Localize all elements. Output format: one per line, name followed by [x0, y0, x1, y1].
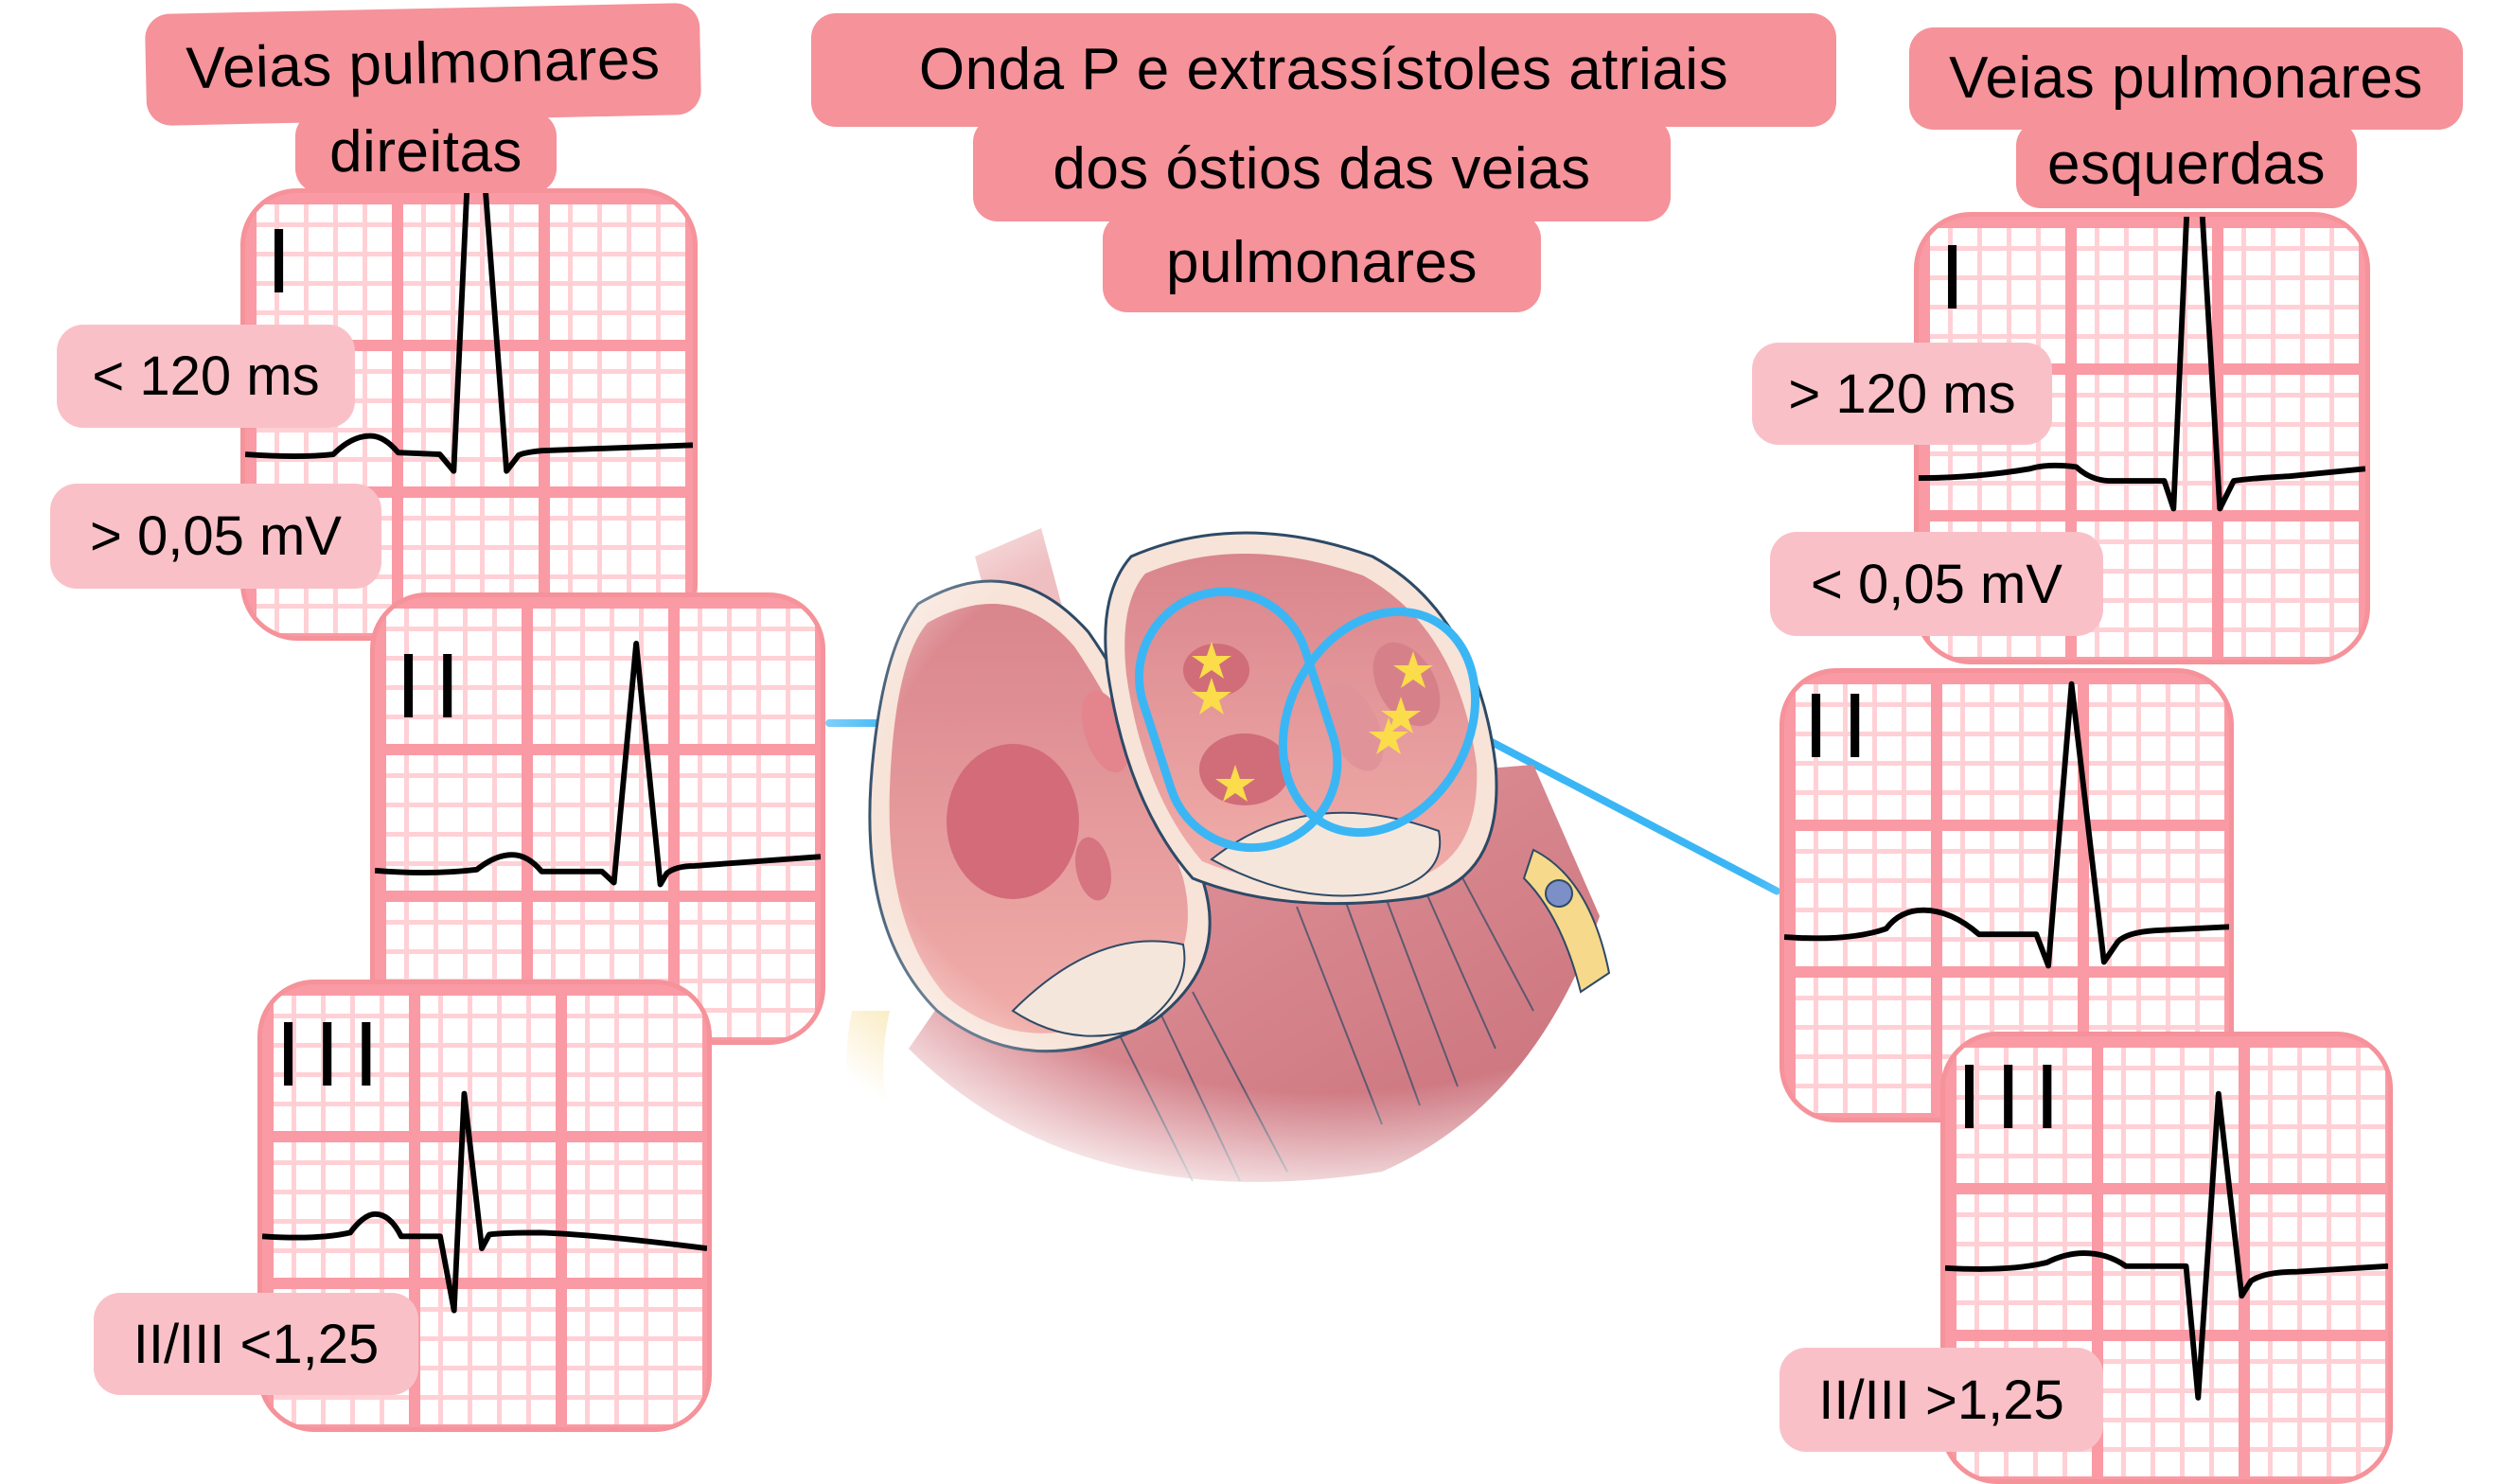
right-heading-line-2: esquerdas — [2016, 121, 2357, 208]
ecg-trace — [1784, 680, 2229, 969]
right-duration-badge: > 120 ms — [1752, 343, 2052, 445]
left-heading-line-2: direitas — [295, 112, 557, 193]
lead-label: II — [1803, 677, 1882, 778]
ecg-trace — [375, 641, 821, 888]
ecg-trace — [245, 193, 693, 474]
left-duration-badge: < 120 ms — [57, 325, 355, 428]
heart-svg — [795, 519, 1855, 1219]
left-amplitude-badge: > 0,05 mV — [50, 484, 381, 589]
ecg-trace — [1945, 1090, 2388, 1401]
lead-label: III — [275, 1005, 393, 1106]
right-ratio-badge: II/III >1,25 — [1779, 1348, 2103, 1452]
left-heading-line-1: Veias pulmonares — [144, 2, 702, 127]
lead-label: I — [1939, 228, 1979, 329]
lead-label: I — [266, 212, 306, 313]
heart-illustration — [795, 519, 1855, 1219]
lead-label: II — [396, 637, 474, 738]
lead-label: III — [1956, 1048, 2074, 1149]
right-heading-line-1: Veias pulmonares — [1909, 27, 2463, 130]
ecg-trace — [262, 1090, 707, 1314]
ecg-panel-left-lead-ii: II — [370, 592, 825, 1045]
title-line-2: dos óstios das veias — [973, 117, 1671, 221]
right-amplitude-badge: < 0,05 mV — [1770, 532, 2103, 636]
ecg-trace — [1919, 217, 2365, 512]
title-line-3: pulmonares — [1103, 214, 1541, 312]
title-line-1: Onda P e extrassístoles atriais — [811, 13, 1836, 127]
left-ratio-badge: II/III <1,25 — [94, 1293, 418, 1395]
